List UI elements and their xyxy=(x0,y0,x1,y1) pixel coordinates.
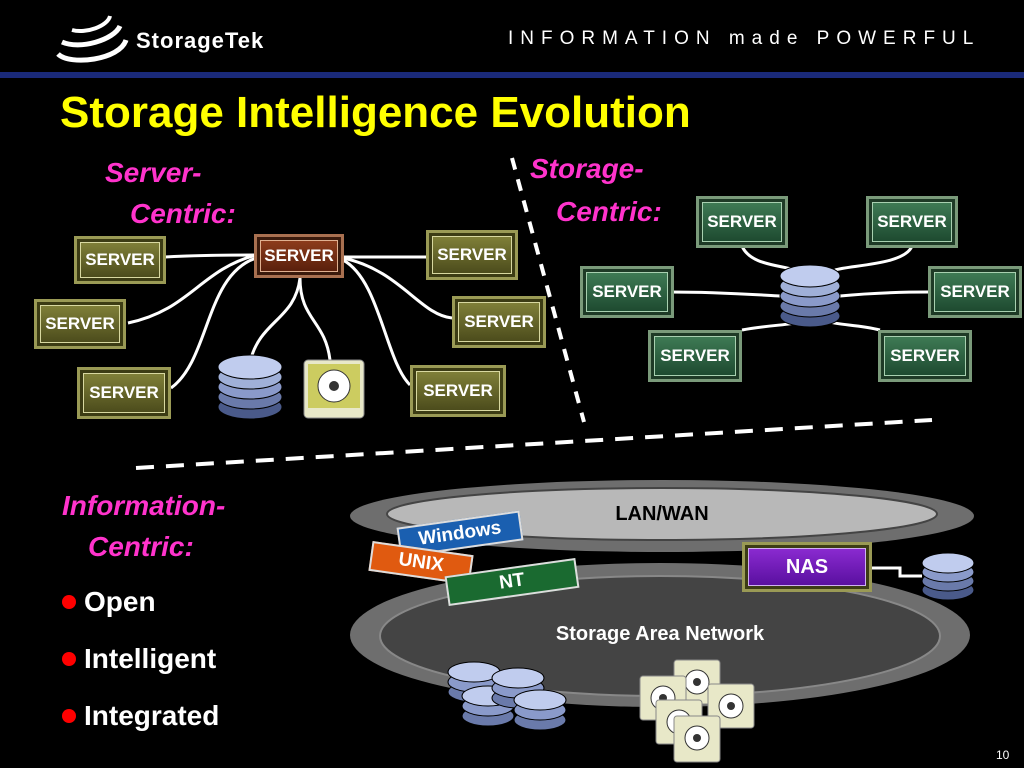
header-bar xyxy=(0,0,1024,72)
server-label: SERVER xyxy=(586,272,668,312)
nas-link xyxy=(872,566,922,578)
information-centric-label: Information- xyxy=(62,490,226,521)
tape-cartridge-icon xyxy=(673,715,721,763)
server-centric-label-line2: Centric: xyxy=(130,198,236,229)
server-node: SERVER xyxy=(452,296,546,348)
bullet-integrated: Integrated xyxy=(62,700,219,732)
information-centric-label-line2: Centric: xyxy=(88,531,194,562)
server-label: SERVER xyxy=(872,202,952,242)
server-label: SERVER xyxy=(702,202,782,242)
header-rule xyxy=(0,72,1024,78)
divider-horizontal xyxy=(135,418,933,470)
server-label: SERVER xyxy=(884,336,966,376)
server-label: SERVER xyxy=(654,336,736,376)
disk-stack-icon xyxy=(921,552,975,601)
server-label: SERVER xyxy=(416,371,500,411)
disk-stack-icon xyxy=(513,689,567,731)
server-label: SERVER xyxy=(40,305,120,343)
slide-number: 10 xyxy=(996,748,1010,762)
slide-title: Storage Intelligence Evolution xyxy=(60,88,691,137)
divider-vertical xyxy=(510,157,586,423)
tape-cartridge-icon xyxy=(303,359,365,419)
storagetek-swirl-icon xyxy=(56,15,129,63)
bullet-text: Open xyxy=(84,586,156,617)
server-node: SERVER xyxy=(648,330,742,382)
bullet-dot-icon xyxy=(62,708,76,723)
lan-wan-label: LAN/WAN xyxy=(615,503,709,525)
server-node: SERVER xyxy=(410,365,506,417)
server-node: SERVER xyxy=(34,299,126,349)
server-node: SERVER xyxy=(426,230,518,280)
server-label: SERVER xyxy=(934,272,1016,312)
server-node: SERVER xyxy=(580,266,674,318)
bullet-text: Integrated xyxy=(84,700,220,731)
san-label: Storage Area Network xyxy=(555,623,765,645)
storage-centric-label-line2: Centric: xyxy=(556,196,662,227)
disk-stack-icon xyxy=(217,354,283,420)
server-centric-label: Server- xyxy=(105,157,202,188)
disk-stack-icon xyxy=(779,264,841,328)
server-node: SERVER xyxy=(74,236,166,284)
server-node: SERVER xyxy=(928,266,1022,318)
server-node: SERVER xyxy=(866,196,958,248)
bullet-dot-icon xyxy=(62,651,76,666)
logo-text: StorageTek xyxy=(136,28,265,53)
server-label: SERVER xyxy=(260,240,338,272)
bullet-dot-icon xyxy=(62,594,76,609)
bullet-intelligent: Intelligent xyxy=(62,643,216,675)
center-server: SERVER xyxy=(254,234,344,278)
server-node: SERVER xyxy=(878,330,972,382)
server-label: SERVER xyxy=(83,373,165,413)
bullet-open: Open xyxy=(62,586,156,618)
nas-box: NAS xyxy=(742,542,872,592)
server-centric-links xyxy=(127,253,453,390)
server-label: SERVER xyxy=(80,242,160,278)
server-node: SERVER xyxy=(77,367,171,419)
server-label: SERVER xyxy=(458,302,540,342)
server-node: SERVER xyxy=(696,196,788,248)
bullet-text: Intelligent xyxy=(84,643,217,674)
tagline: INFORMATION made POWERFUL xyxy=(508,28,981,49)
storage-centric-label: Storage- xyxy=(530,153,644,184)
server-label: SERVER xyxy=(432,236,512,274)
nas-label: NAS xyxy=(748,548,866,586)
